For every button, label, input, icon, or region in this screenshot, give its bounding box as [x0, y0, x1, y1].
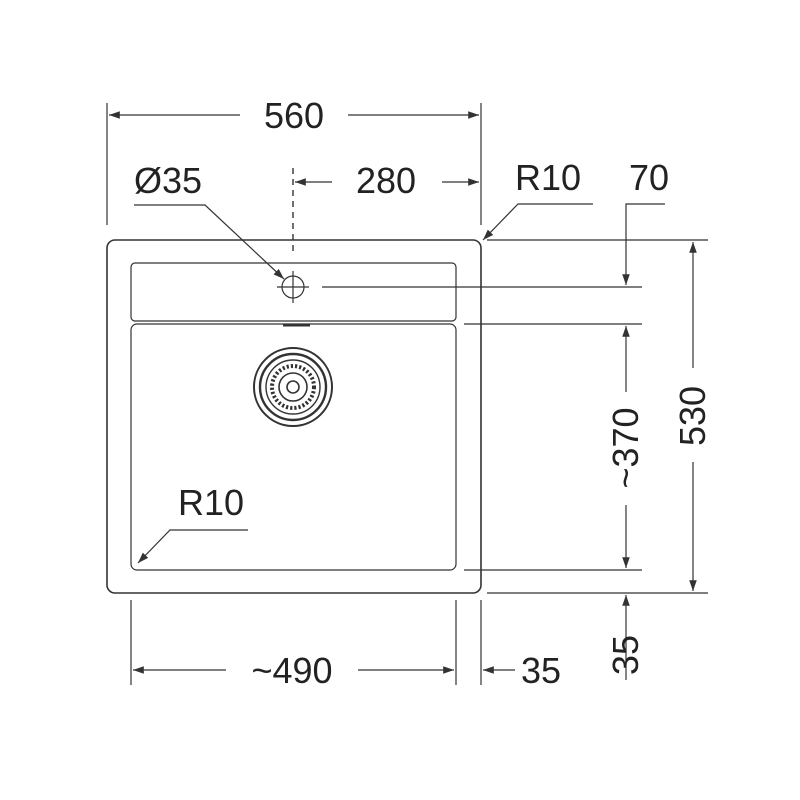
sink-outline — [106, 239, 482, 594]
top-margin-label: 70 — [629, 157, 669, 198]
tap-offset-label: 280 — [356, 160, 416, 201]
tap-diameter-label: Ø35 — [134, 160, 202, 201]
side-margin-label: 35 — [521, 650, 561, 691]
bowl-depth-label: ~370 — [605, 407, 646, 488]
bottom-margin-label: 35 — [605, 635, 646, 675]
bowl-radius-label: R10 — [178, 482, 244, 523]
outer-radius-leader — [482, 203, 593, 241]
overall-width-label: 560 — [264, 95, 324, 136]
sink-deck-panel — [130, 262, 457, 322]
tap-diameter-leader — [134, 204, 285, 280]
outer-radius-label: R10 — [515, 157, 581, 198]
bowl-width-label: ~490 — [251, 650, 332, 691]
bowl-radius-leader — [137, 529, 248, 564]
overall-depth-label: 530 — [672, 386, 713, 446]
tap-hole — [277, 271, 309, 303]
drain-strainer — [253, 347, 333, 427]
